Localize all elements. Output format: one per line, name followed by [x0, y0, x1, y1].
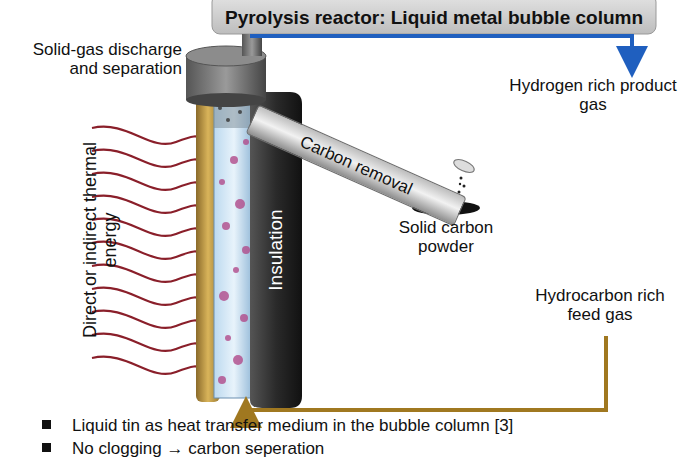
- title: Pyrolysis reactor: Liquid metal bubble c…: [214, 7, 654, 28]
- bullet-text: No clogging → carbon seperation: [72, 439, 680, 458]
- insulation-label: Insulation: [265, 209, 286, 290]
- bubble-column: [214, 98, 254, 398]
- heating-wire: [92, 288, 206, 305]
- bubble: [243, 139, 249, 145]
- heating-wire: [92, 196, 206, 213]
- bubble: [226, 118, 230, 122]
- bullet-text: Liquid tin as heat transfer medium in th…: [72, 416, 680, 435]
- discharge-head: [186, 93, 266, 107]
- tube-outlet: [452, 157, 476, 175]
- bubble: [235, 199, 245, 209]
- thermal-energy-label: Direct or indirect thermal energy: [80, 140, 120, 340]
- heating-wire: [92, 150, 206, 167]
- bubble: [222, 222, 230, 230]
- bubble: [219, 179, 225, 185]
- bubble: [219, 291, 229, 301]
- bubble: [233, 355, 243, 365]
- product-gas-arrow: [252, 34, 632, 70]
- bullet: [42, 420, 51, 429]
- bubble: [218, 376, 226, 384]
- bubble: [225, 335, 231, 341]
- heating-wire: [92, 173, 206, 190]
- bullet: [42, 443, 51, 452]
- bubble: [240, 314, 248, 322]
- tube-label: Carbon removal: [297, 132, 415, 199]
- heating-wire: [92, 311, 206, 328]
- bubble: [242, 246, 250, 254]
- bubbles: [218, 106, 250, 384]
- heating-wire: [92, 334, 206, 351]
- feed-gas-label: Hydrocarbon rich feed gas: [520, 286, 680, 324]
- heating-wire: [92, 127, 206, 144]
- heating-wire: [92, 357, 206, 374]
- discharge-label: Solid-gas discharge and separation: [4, 40, 182, 78]
- title-band: [212, 0, 656, 34]
- bubble: [233, 267, 239, 273]
- bubble: [230, 156, 238, 164]
- product-gas-label: Hydrogen rich product gas: [508, 76, 678, 114]
- feed-gas-arrow: [246, 336, 606, 410]
- carbon-powder-label: Solid carbon powder: [370, 218, 522, 256]
- bubble: [238, 110, 242, 114]
